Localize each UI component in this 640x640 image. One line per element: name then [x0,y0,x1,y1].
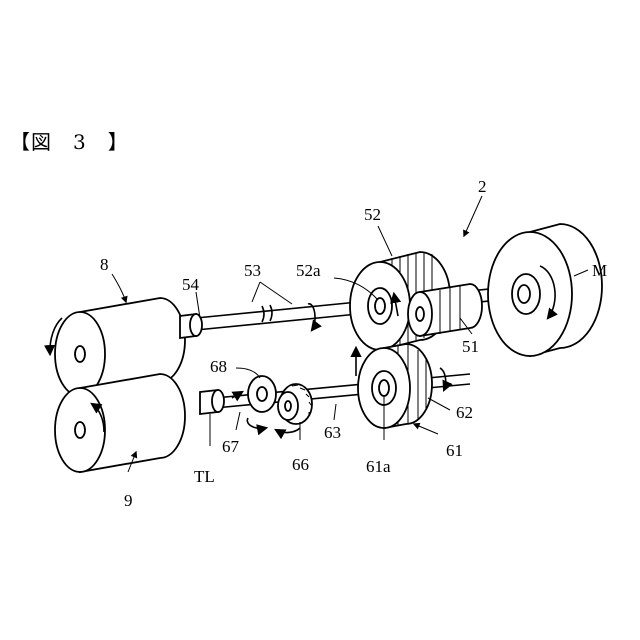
label-joint-54: 54 [182,275,200,294]
label-gear-61: 61 [446,441,463,460]
label-gear-61a: 61a [366,457,391,476]
label-gear-52a: 52a [296,261,321,280]
label-gear-51: 51 [462,337,479,356]
roller-9 [55,374,224,472]
label-shaft-63: 63 [324,423,341,442]
gear-68 [248,376,276,412]
label-gear-67: 67 [222,437,240,456]
label-roller-8: 8 [100,255,109,274]
label-roller-9: 9 [124,491,133,510]
label-gear-62: 62 [456,403,473,422]
rotation-arrow-53 [308,304,315,330]
gear-61 [356,344,446,428]
label-gear-52: 52 [364,205,381,224]
label-gear-66: 66 [292,455,309,474]
label-torque-limiter-tl: TL [194,467,215,486]
label-assembly-2: 2 [478,177,487,196]
label-gear-68: 68 [210,357,227,376]
label-shaft-53: 53 [244,261,261,280]
motor-m [488,224,602,356]
label-motor-m: M [592,261,607,280]
gear-51 [408,284,482,336]
rotation-arrow-67 [247,418,266,428]
